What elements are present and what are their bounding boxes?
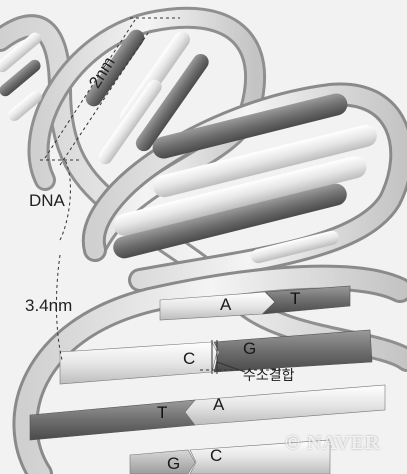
base-g-2: G (243, 340, 256, 357)
helix-pitch-label: 3.4nm (25, 297, 72, 314)
base-c-2: C (183, 350, 195, 367)
naver-watermark: © NAVER (285, 433, 380, 453)
base-t-3: T (157, 404, 167, 421)
base-a-3: A (213, 396, 224, 413)
base-g-4: G (167, 455, 180, 472)
base-c-4: C (210, 447, 222, 464)
base-a-1: A (220, 296, 231, 313)
dna-label: DNA (29, 192, 65, 209)
base-t-1: T (290, 290, 300, 307)
hydrogen-bond-label: 수소결합 (243, 368, 295, 382)
